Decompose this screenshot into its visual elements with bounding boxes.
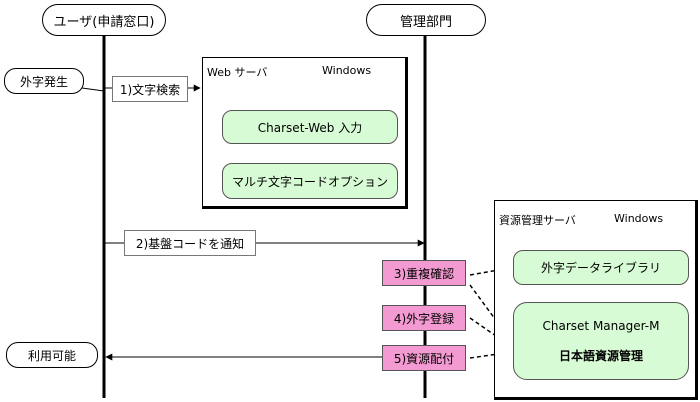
actor-user-label: ユーザ(申請窓口) (53, 14, 155, 30)
callout-gaiji-occurrence: 外字発生 (4, 68, 84, 94)
step-3-label: 3)重複確認 (393, 266, 455, 281)
actor-admin: 管理部門 (366, 4, 486, 36)
step-3-box: 3)重複確認 (382, 260, 466, 286)
resource-server-os: Windows (614, 212, 664, 225)
occurrence-callout-tail (81, 87, 105, 92)
step-5-box: 5)資源配付 (382, 345, 466, 371)
callout-available-label: 利用可能 (27, 348, 76, 363)
web-server-os: Windows (322, 64, 372, 77)
step-4-box: 4)外字登録 (382, 305, 466, 331)
step-4-label: 4)外字登録 (393, 311, 455, 326)
charset-web-input-box: Charset-Web 入力 (222, 110, 398, 144)
gaiji-library-label: 外字データライブラリ (540, 261, 661, 275)
charset-web-input-label: Charset-Web 入力 (257, 120, 363, 135)
multi-charcode-option-box: マルチ文字コードオプション (222, 163, 398, 199)
callout-available: 利用可能 (6, 342, 98, 368)
actor-user: ユーザ(申請窓口) (42, 4, 166, 36)
step-5-label: 5)資源配付 (393, 351, 455, 366)
charset-manager-box: Charset Manager-M 日本語資源管理 (513, 302, 689, 380)
message-1-label: 1)文字検索 (119, 82, 181, 97)
gaiji-library-box: 外字データライブラリ (513, 250, 689, 285)
message-2-box: 2)基盤コードを通知 (124, 230, 256, 256)
charset-manager-desc: 日本語資源管理 (558, 348, 643, 363)
message-1-box: 1)文字検索 (112, 76, 188, 102)
callout-gaiji-occurrence-label: 外字発生 (19, 74, 68, 89)
resource-server-title: 資源管理サーバ (499, 214, 576, 227)
web-server-title: Web サーバ (207, 66, 268, 79)
actor-admin-label: 管理部門 (399, 14, 452, 30)
message-2-label: 2)基盤コードを通知 (135, 236, 245, 251)
multi-charcode-option-label: マルチ文字コードオプション (231, 174, 388, 189)
charset-manager-name: Charset Manager-M (542, 318, 660, 333)
